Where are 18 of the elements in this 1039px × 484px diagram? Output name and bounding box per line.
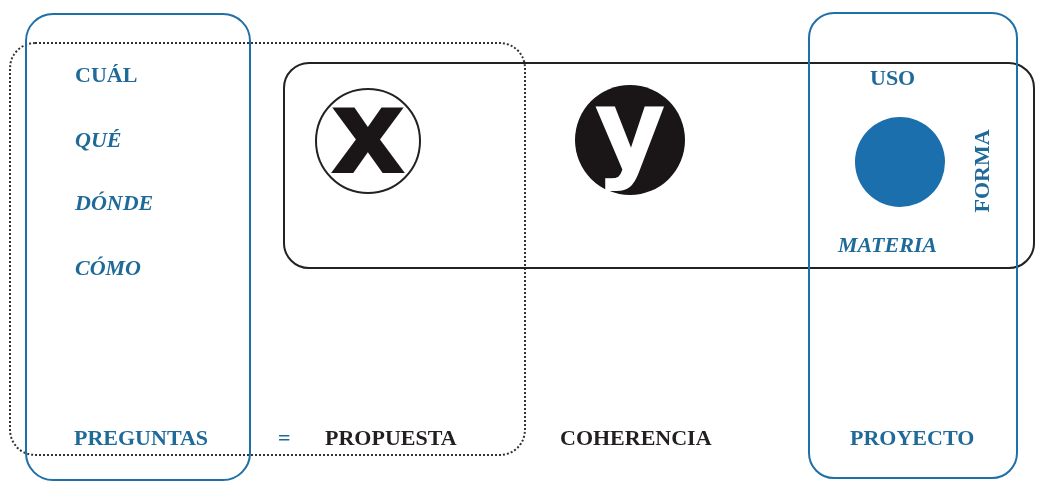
attribute-word: USO: [870, 66, 916, 90]
heading-text: PREGUNTAS: [74, 426, 209, 450]
rounded-frame: [25, 13, 251, 481]
rounded-frame: [808, 12, 1018, 479]
letter-y: y: [593, 85, 667, 195]
heading-text: COHERENCIA: [560, 426, 712, 450]
question-word: QUÉ: [75, 128, 122, 152]
attribute-word: MATERIA: [838, 233, 938, 257]
x-circle: [315, 88, 421, 194]
dotted-frame: [9, 42, 526, 456]
heading-text: PROYECTO: [850, 426, 975, 450]
equals-sign: =: [278, 426, 291, 450]
question-word: CUÁL: [75, 63, 138, 87]
attribute-word: FORMA: [969, 129, 994, 213]
letter-x: x: [328, 90, 408, 192]
question-word: DÓNDE: [75, 191, 154, 215]
question-word: CÓMO: [75, 256, 141, 280]
heading-text: PROPUESTA: [325, 426, 457, 450]
